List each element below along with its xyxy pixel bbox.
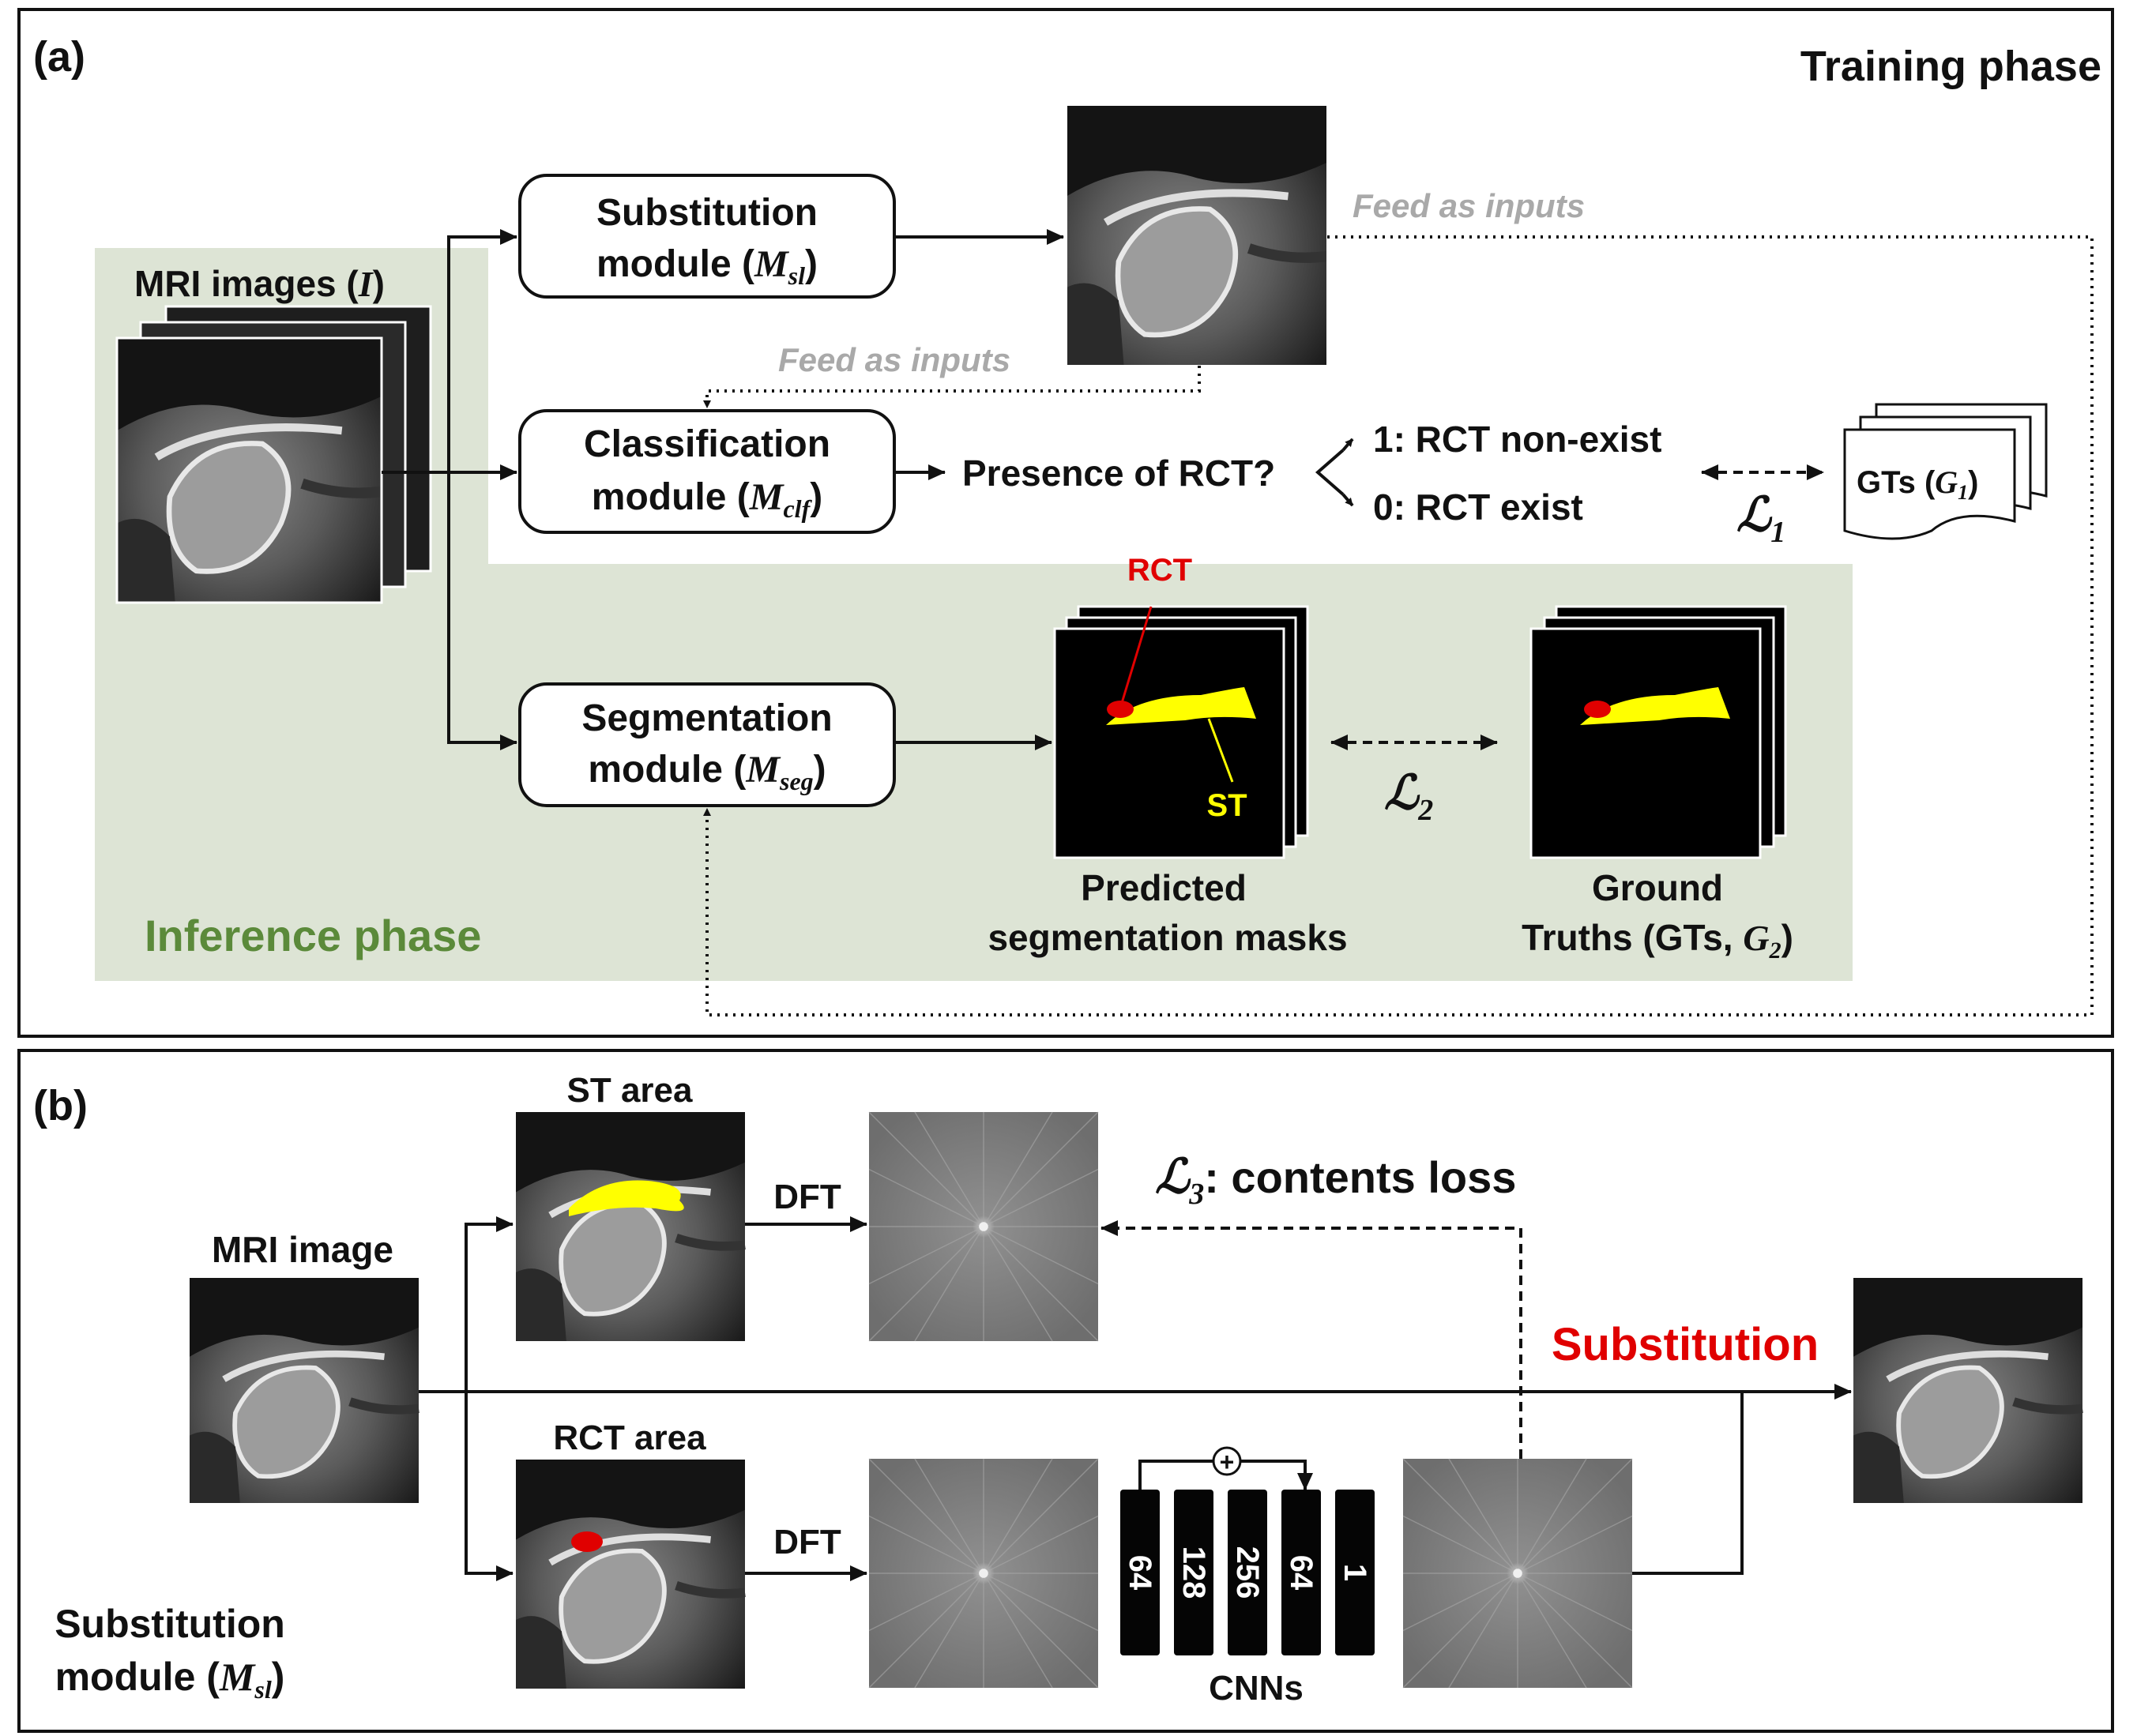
mri-image — [117, 338, 382, 603]
option-rct-exist: 0: RCT exist — [1373, 487, 1583, 528]
cnn-layer-5 — [1335, 1490, 1375, 1655]
svg-text:module (Mseg): module (Mseg) — [588, 749, 826, 795]
svg-text:module (Mclf): module (Mclf) — [592, 476, 822, 523]
presence-question: Presence of RCT? — [962, 453, 1275, 494]
panel-b-tag: (b) — [33, 1082, 88, 1129]
arrow-to-substitution — [382, 229, 517, 474]
cnn-layer-label-5: 1 — [1338, 1564, 1372, 1581]
substitution-merge-line — [1632, 1392, 1744, 1575]
st-area-label: ST area — [567, 1071, 694, 1110]
cnn-block: + 64 128 256 64 1 CNNs — [1120, 1446, 1375, 1708]
cnn-layer-4 — [1281, 1490, 1321, 1655]
substitution-module: Substitution module (Msl) — [518, 174, 896, 299]
training-phase-label: Training phase — [1800, 43, 2101, 90]
rct-callout: RCT — [1127, 553, 1192, 588]
dft-substituted-spectrum — [1401, 1457, 1634, 1689]
loss2-label: ℒ2 — [1384, 767, 1433, 827]
svg-text:GTs (G1): GTs (G1) — [1857, 464, 1978, 504]
ground-label-2: Truths (GTs, G2) — [1522, 917, 1793, 964]
substitution-label: Substitution — [1552, 1319, 1819, 1370]
option-rct-non-exist: 1: RCT non-exist — [1373, 419, 1661, 460]
predicted-masks-stack — [1053, 605, 1309, 859]
rct-mask-region — [1107, 701, 1134, 718]
svg-text:Substitution: Substitution — [596, 192, 818, 234]
cnn-layer-1 — [1120, 1490, 1160, 1655]
arrow-to-rct-area — [465, 1392, 514, 1581]
substitution-module-label-2: module (Msl) — [55, 1655, 285, 1704]
cnn-layer-3 — [1228, 1490, 1267, 1655]
svg-text:Classification: Classification — [584, 423, 830, 465]
svg-text:+: + — [1220, 1448, 1235, 1476]
segmentation-module: Segmentation module (Mseg) — [518, 682, 896, 807]
cnn-layer-label-4: 64 — [1284, 1555, 1319, 1591]
mri-images-stack — [117, 305, 432, 603]
feed-as-inputs-top: Feed as inputs — [1353, 187, 1585, 224]
rct-area-label: RCT area — [553, 1418, 706, 1457]
dft-st-spectrum — [867, 1110, 1100, 1343]
dft-rct-spectrum — [867, 1457, 1100, 1689]
loss1-label: ℒ1 — [1736, 489, 1785, 549]
st-area-image — [516, 1112, 745, 1341]
predicted-label-1: Predicted — [1081, 867, 1247, 908]
cnn-layer-2 — [1174, 1490, 1213, 1655]
gts-document-stack: GTs (G1) — [1843, 403, 2048, 540]
mri-image-label: MRI image — [212, 1229, 393, 1270]
cnns-label: CNNs — [1209, 1669, 1304, 1708]
mri-images-label: MRI images (I) — [134, 263, 385, 304]
classification-module: Classification module (Mclf) — [518, 409, 896, 534]
substituted-mri-image — [1067, 105, 1327, 366]
st-callout: ST — [1206, 788, 1247, 823]
dft-label-bottom: DFT — [773, 1523, 841, 1561]
mri-image-output — [1853, 1278, 2082, 1503]
svg-text:module (Msl): module (Msl) — [596, 243, 818, 290]
st-mask-region — [1106, 687, 1256, 725]
branch-chevron — [1315, 449, 1345, 496]
plus-node — [1212, 1446, 1242, 1476]
ground-label-1: Ground — [1592, 867, 1723, 908]
cnn-layer-label-1: 64 — [1123, 1555, 1157, 1591]
ground-truth-stack — [1529, 605, 1787, 859]
cnn-layer-label-2: 128 — [1176, 1546, 1211, 1599]
substitution-module-label-1: Substitution — [55, 1602, 285, 1646]
inference-phase-label: Inference phase — [145, 911, 481, 960]
loss3-arrow — [1100, 1220, 1522, 1459]
feed-as-inputs-middle: Feed as inputs — [778, 341, 1010, 378]
arrow-to-st-area — [465, 1216, 514, 1392]
dft-label-top: DFT — [773, 1178, 841, 1216]
panel-a-tag: (a) — [33, 33, 85, 81]
panel-b-frame — [17, 1049, 2114, 1733]
loss3-label: ℒ3: contents loss — [1155, 1151, 1516, 1211]
predicted-label-2: segmentation masks — [988, 917, 1347, 958]
mri-image-input — [190, 1278, 419, 1503]
dotted-feed-to-segmentation — [703, 235, 2094, 1016]
cnn-layer-label-3: 256 — [1230, 1546, 1265, 1599]
rct-area-image — [516, 1460, 745, 1689]
panel-a-frame — [17, 8, 2114, 1038]
svg-text:Segmentation: Segmentation — [581, 697, 832, 739]
arrow-to-segmentation — [447, 472, 517, 750]
